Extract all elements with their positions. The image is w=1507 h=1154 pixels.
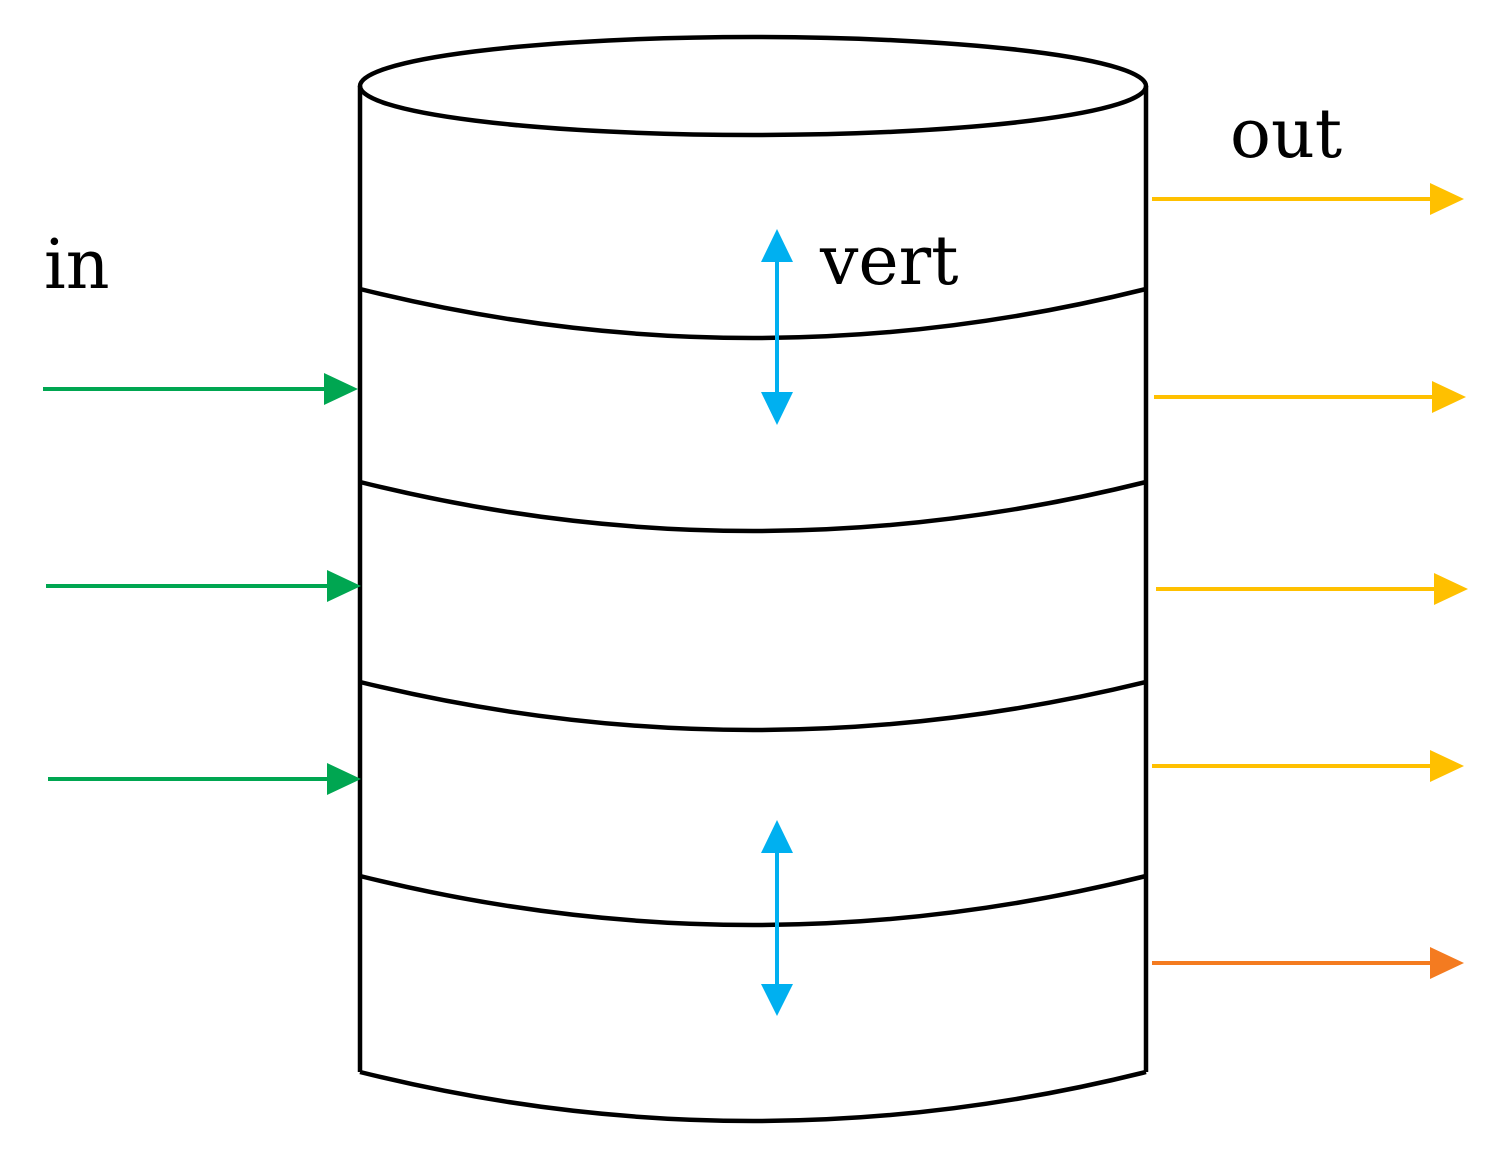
inflow-arrow — [43, 373, 358, 405]
cylinder-bottom — [359, 1069, 1147, 1124]
inflow-arrow — [48, 763, 361, 795]
outflow-arrow — [1152, 750, 1464, 782]
outflow-arrows — [1152, 183, 1468, 979]
outflow-arrow-bottom — [1152, 947, 1464, 979]
layer-divider-1 — [359, 286, 1147, 341]
layer-divider-4 — [359, 873, 1147, 928]
outflow-arrow — [1154, 381, 1466, 413]
vert-label: vert — [819, 222, 959, 301]
layer-divider-3 — [359, 679, 1147, 733]
inflow-arrow — [46, 570, 361, 602]
layer-divider-2 — [359, 479, 1147, 534]
outflow-arrow — [1156, 573, 1468, 605]
inflow-arrows — [43, 373, 361, 795]
cylinder — [357, 34, 1149, 1124]
vertical-exchange-arrows — [761, 229, 793, 1016]
in-label: in — [44, 226, 110, 305]
outflow-arrow — [1152, 183, 1464, 215]
cylinder-top — [357, 34, 1149, 138]
vertical-arrow — [761, 820, 793, 1016]
out-label: out — [1230, 95, 1342, 174]
vertical-arrow — [761, 229, 793, 425]
